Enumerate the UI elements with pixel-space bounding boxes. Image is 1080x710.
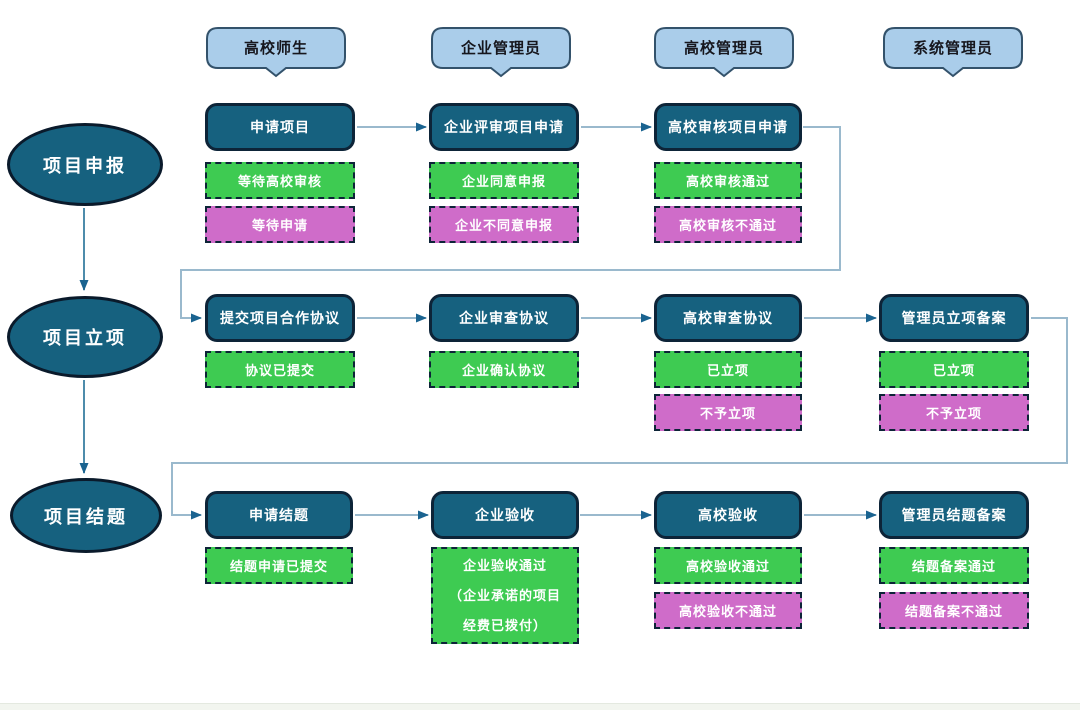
process-node: 提交项目合作协议 xyxy=(205,294,355,342)
status-badge-fail: 结题备案不通过 xyxy=(879,592,1029,629)
lane-header-university-staff: 高校师生 xyxy=(206,27,346,78)
banner-shape xyxy=(431,27,571,78)
process-node: 高校审查协议 xyxy=(654,294,802,342)
process-node: 企业评审项目申请 xyxy=(429,103,579,151)
lane-header-enterprise-admin: 企业管理员 xyxy=(431,27,571,78)
lane-header-label: 系统管理员 xyxy=(912,40,993,57)
process-node: 高校验收 xyxy=(654,491,802,539)
banner-shape xyxy=(883,27,1023,78)
status-badge-success: 高校验收通过 xyxy=(654,547,802,584)
status-badge-fail: 不予立项 xyxy=(654,394,802,431)
status-badge-success: 已立项 xyxy=(879,351,1029,388)
status-badge-success: 结题申请已提交 xyxy=(205,547,353,584)
process-node: 高校审核项目申请 xyxy=(654,103,802,151)
lane-header-label: 企业管理员 xyxy=(460,40,541,57)
process-node: 企业审查协议 xyxy=(429,294,579,342)
lane-header-label: 高校管理员 xyxy=(683,40,764,57)
status-line: 企业验收通过 xyxy=(462,557,547,573)
status-badge-fail: 企业不同意申报 xyxy=(429,206,579,243)
process-node: 申请项目 xyxy=(205,103,355,151)
lane-header-label: 高校师生 xyxy=(243,40,308,57)
status-badge-success: 协议已提交 xyxy=(205,351,355,388)
status-badge-success: 结题备案通过 xyxy=(879,547,1029,584)
status-badge-success: 已立项 xyxy=(654,351,802,388)
banner-shape xyxy=(654,27,794,78)
phase-ellipse-declare: 项目申报 xyxy=(7,123,163,206)
status-badge-fail: 高校验收不通过 xyxy=(654,592,802,629)
status-badge-fail: 高校审核不通过 xyxy=(654,206,802,243)
process-node: 管理员立项备案 xyxy=(879,294,1029,342)
status-badge-success: 企业同意申报 xyxy=(429,162,579,199)
status-badge-fail: 不予立项 xyxy=(879,394,1029,431)
bottom-divider xyxy=(0,703,1080,710)
lane-header-university-admin: 高校管理员 xyxy=(654,27,794,78)
lane-header-system-admin: 系统管理员 xyxy=(883,27,1023,78)
process-node: 管理员结题备案 xyxy=(879,491,1029,539)
process-node: 企业验收 xyxy=(431,491,579,539)
banner-shape xyxy=(206,27,346,78)
status-badge-success: 等待高校审核 xyxy=(205,162,355,199)
status-badge-success-multiline: 企业验收通过 （企业承诺的项目 经费已拨付） xyxy=(431,547,579,644)
process-node: 申请结题 xyxy=(205,491,353,539)
status-badge-fail: 等待申请 xyxy=(205,206,355,243)
status-badge-success: 高校审核通过 xyxy=(654,162,802,199)
phase-ellipse-conclude: 项目结题 xyxy=(10,478,162,553)
status-line: （企业承诺的项目 xyxy=(448,587,561,603)
phase-ellipse-establish: 项目立项 xyxy=(7,296,163,378)
status-badge-success: 企业确认协议 xyxy=(429,351,579,388)
status-line: 经费已拨付） xyxy=(462,617,547,633)
